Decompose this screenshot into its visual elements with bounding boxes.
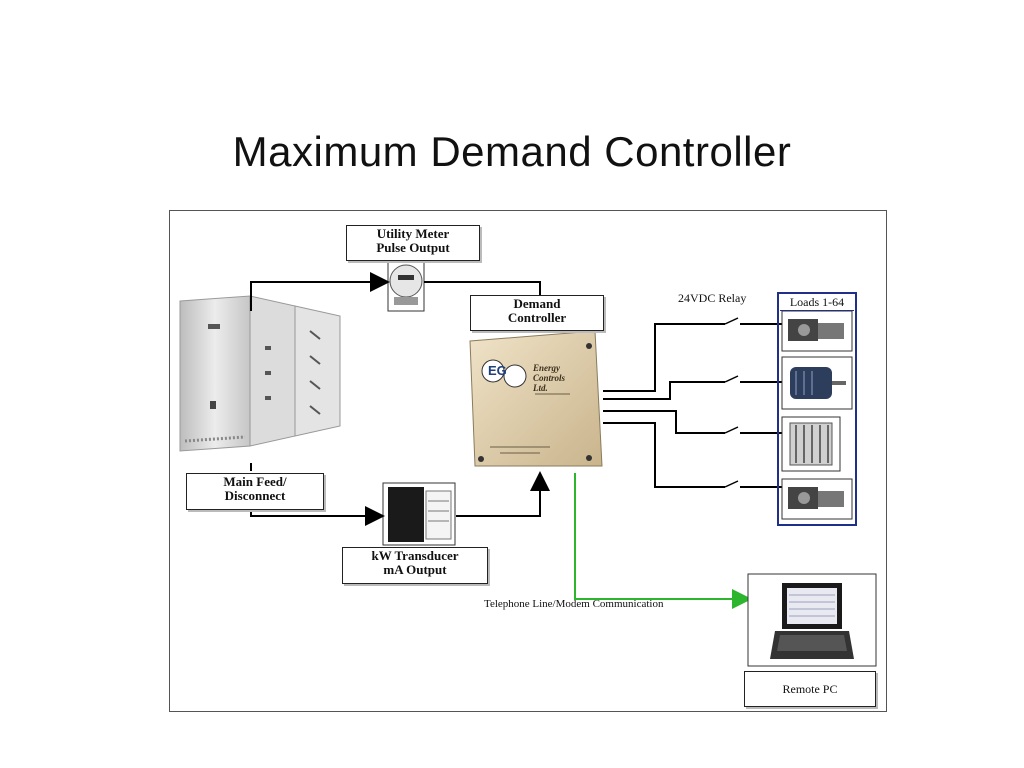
utility-meter-label: Utility Meter Pulse Output [346,225,480,261]
heater-icon [789,422,833,466]
controller-brand-2: Controls [533,373,566,383]
relay-wiring [603,317,783,488]
pump-motor-icon [788,319,844,341]
diagram-canvas [179,256,877,667]
switchgear-cabinet-icon [179,295,341,452]
page-title: Maximum Demand Controller [232,128,792,175]
loads-label: Loads 1-64 [780,295,854,311]
controller-brand-3: Ltd. [533,383,548,393]
kw-transducer-label: kW Transducer mA Output [342,547,488,584]
diagram-frame: Utility Meter Pulse Output Demand Contro… [169,210,887,712]
controller-badge: EG [488,363,507,378]
kw-transducer-icon [382,482,456,546]
laptop-icon [770,583,854,659]
main-feed-label: Main Feed/ Disconnect [186,473,324,510]
relay-label: 24VDC Relay [678,291,747,305]
pump-motor-icon [788,487,844,509]
remote-pc-label: Remote PC [744,671,876,707]
telephone-line-label: Telephone Line/Modem Communication [484,598,664,610]
demand-controller-label: Demand Controller [470,295,604,331]
electric-motor-icon [790,367,846,399]
controller-brand-1: Energy [533,363,560,373]
utility-meter-icon [387,256,425,312]
demand-controller-icon [469,330,603,467]
